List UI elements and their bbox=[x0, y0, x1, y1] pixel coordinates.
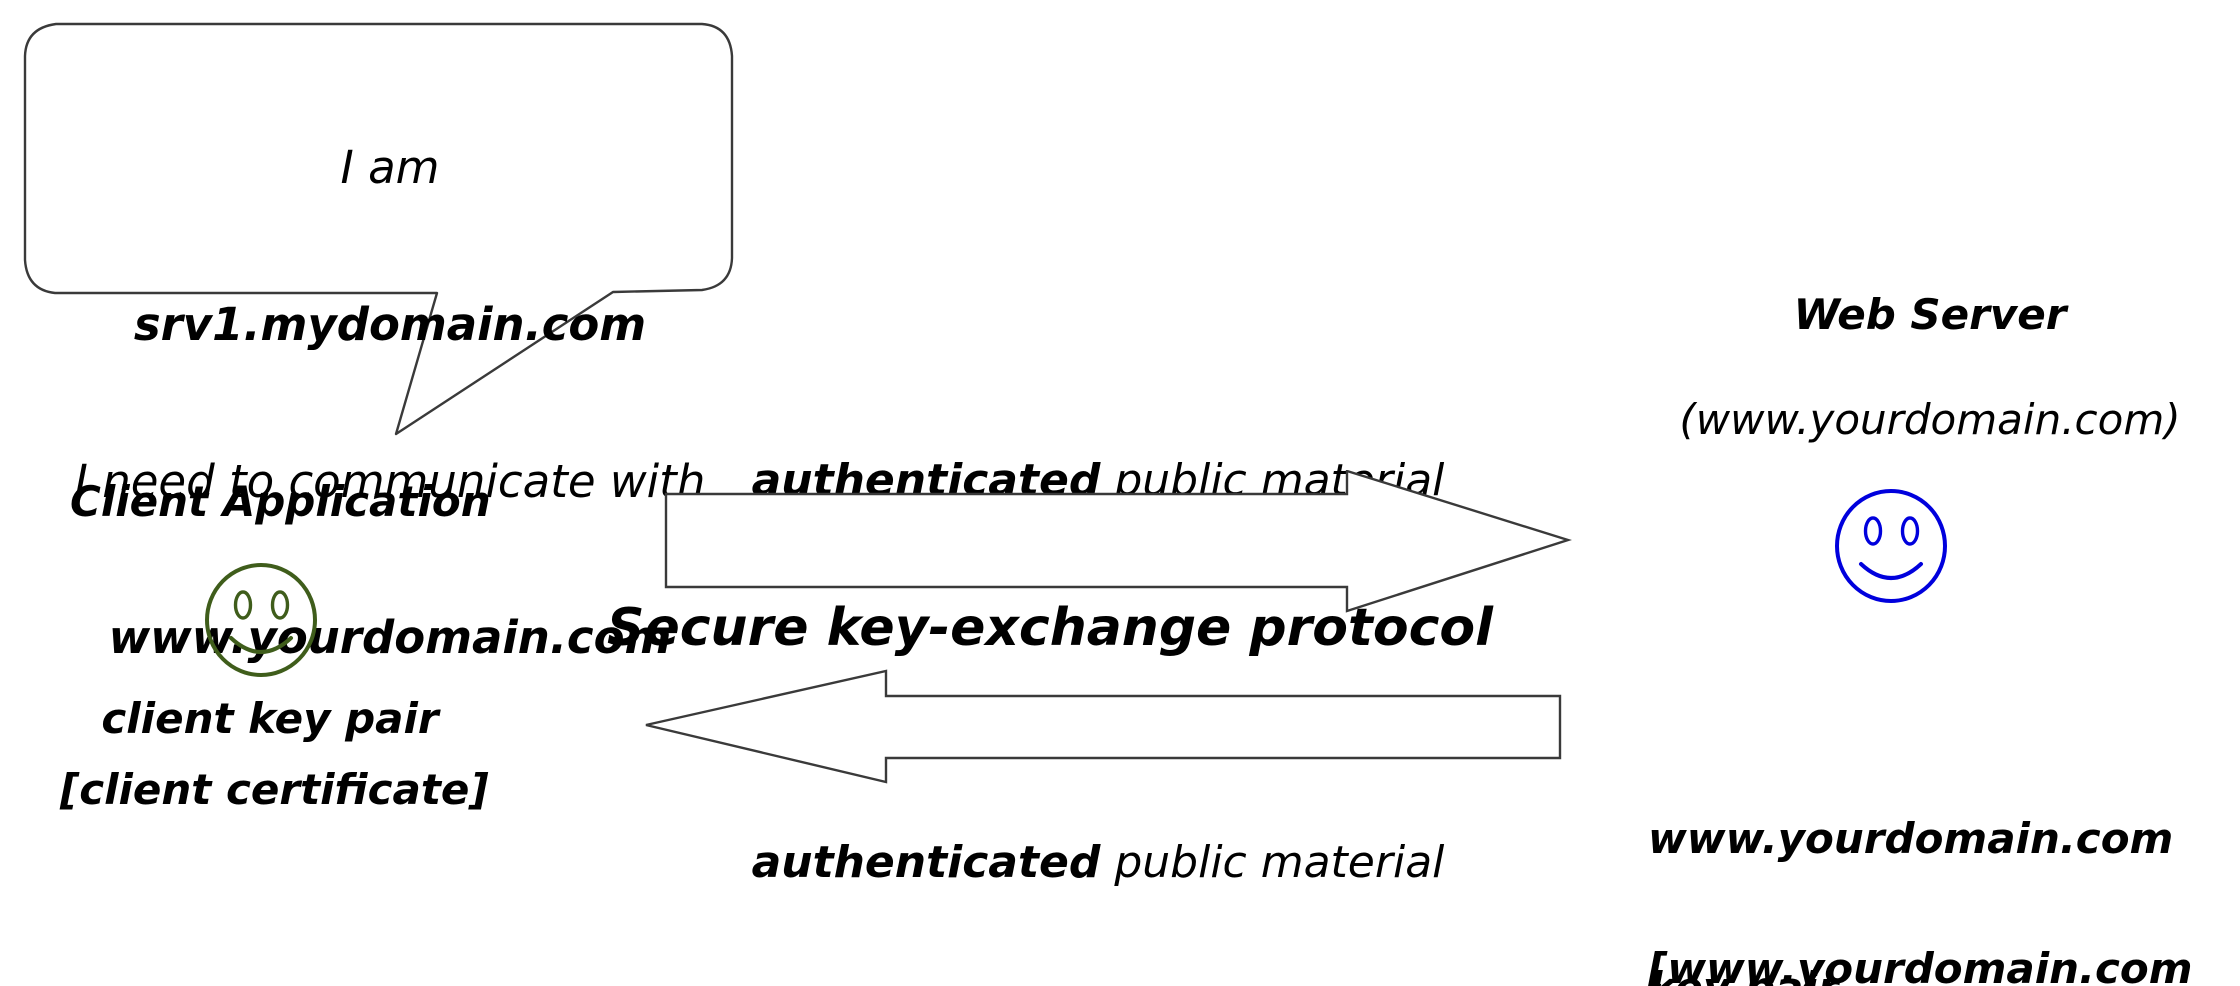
server-key-pair-line-1: www.yourdomain.com bbox=[1648, 814, 2174, 864]
server-key-pair-label: www.yourdomain.com key pair bbox=[1648, 715, 2228, 986]
client-application-label: Client Application bbox=[70, 477, 491, 526]
protocol-title: Secure key-exchange protocol bbox=[607, 598, 1493, 658]
bubble-line-4: www.yourdomain.com bbox=[108, 611, 672, 665]
web-server-domain-label: (www.yourdomain.com) bbox=[1679, 395, 2181, 444]
arrow-client-to-server bbox=[664, 470, 1572, 613]
server-smiley-icon bbox=[1835, 489, 1947, 603]
bubble-line-3: I need to communicate with bbox=[74, 454, 706, 508]
bubble-line-1: I am bbox=[340, 141, 440, 195]
bubble-line-2: srv1.mydomain.com bbox=[133, 297, 647, 351]
speech-bubble-text: I am srv1.mydomain.com I need to communi… bbox=[40, 38, 740, 769]
server-certificate-line-1: [www.yourdomain.com bbox=[1648, 944, 2193, 986]
client-smiley-icon bbox=[205, 563, 317, 677]
arrow-server-to-client bbox=[645, 669, 1562, 784]
server-key-pair-line-2: key pair bbox=[1648, 963, 2228, 986]
client-certificate-label: [client certificate] bbox=[60, 765, 489, 814]
client-key-pair-label: client key pair bbox=[101, 694, 439, 743]
bottom-arrow-label-emphasis: authenticated bbox=[751, 836, 1101, 888]
bottom-arrow-label: authenticated public material bbox=[620, 785, 1520, 941]
bottom-arrow-label-rest: public material bbox=[1100, 836, 1445, 888]
web-server-label: Web Server bbox=[1793, 290, 2067, 339]
speech-bubble-shape bbox=[23, 22, 734, 436]
server-certificate-label: [www.yourdomain.com certificate] bbox=[1648, 845, 2228, 986]
